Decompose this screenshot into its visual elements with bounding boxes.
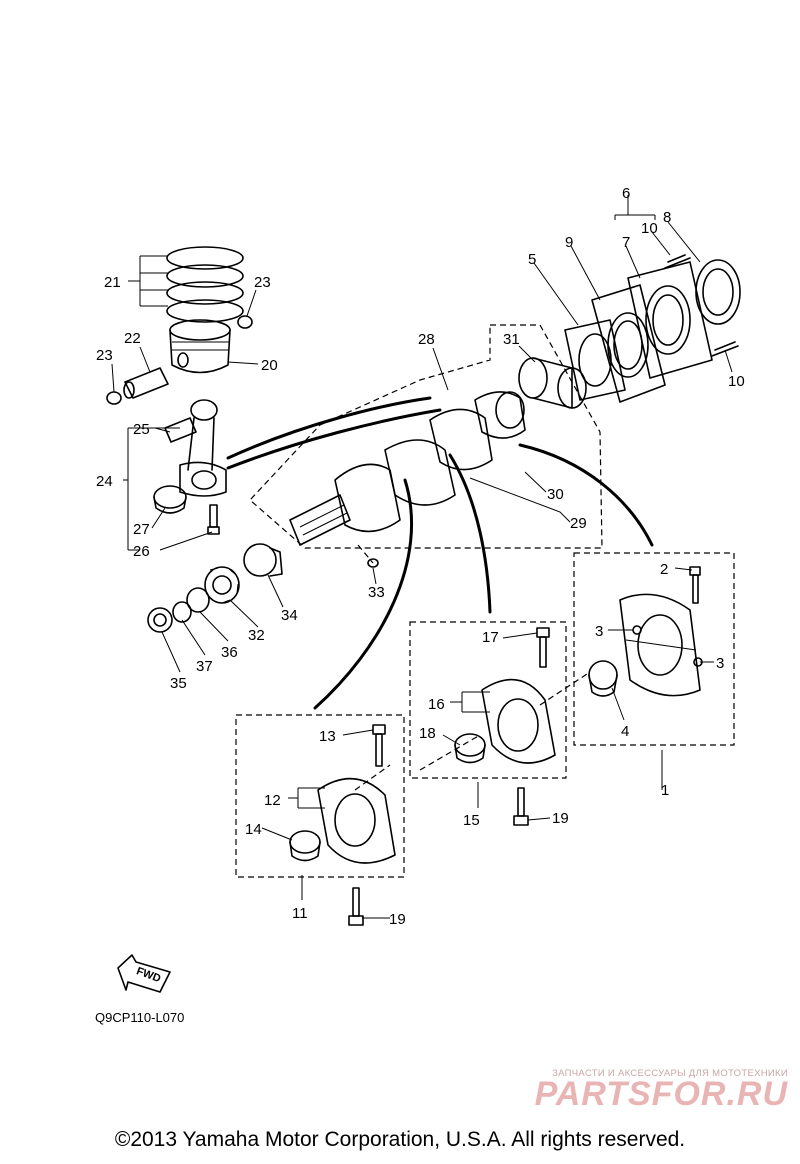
watermark: ЗАПЧАСТИ И АКСЕССУАРЫ ДЛЯ МОТОТЕХНИКИ PA… xyxy=(488,1068,788,1114)
circlip-left xyxy=(106,391,122,405)
sweep-line-rod-b xyxy=(226,396,432,460)
oil-seal xyxy=(147,607,173,633)
callout-3b: 3 xyxy=(716,655,724,672)
callout-19b: 19 xyxy=(389,911,406,928)
watermark-brand: PARTSFOR.RU xyxy=(534,1075,788,1113)
bearing-cap-1 xyxy=(619,593,701,697)
callout-27: 27 xyxy=(133,521,150,538)
piston xyxy=(169,319,231,374)
callout-33: 33 xyxy=(368,584,385,601)
callout-4: 4 xyxy=(621,723,629,740)
callout-16: 16 xyxy=(428,696,445,713)
crankshaft xyxy=(289,391,526,546)
watermark-tagline: ЗАПЧАСТИ И АКСЕССУАРЫ ДЛЯ МОТОТЕХНИКИ xyxy=(552,1068,788,1079)
callout-36: 36 xyxy=(221,644,238,661)
leader-lines xyxy=(111,195,733,919)
diagram-code: Q9CP110-L070 xyxy=(95,1010,185,1025)
callout-10a: 10 xyxy=(641,220,658,237)
callout-29: 29 xyxy=(570,515,587,532)
bearing-cap-group-box-11 xyxy=(235,714,405,878)
callout-5: 5 xyxy=(528,251,536,268)
callout-11: 11 xyxy=(292,905,308,922)
sweep-line-11 xyxy=(313,478,414,710)
connecting-rod xyxy=(179,399,227,497)
cap-bolt-19-lower xyxy=(348,887,364,926)
thrust-washer xyxy=(172,601,192,623)
callout-labels: 1 2 3 3 4 5 6 7 8 9 10 10 11 12 13 14 15… xyxy=(96,185,745,928)
callout-21: 21 xyxy=(104,274,121,291)
callout-23a: 23 xyxy=(254,274,271,291)
callout-2: 2 xyxy=(660,561,668,578)
callout-13: 13 xyxy=(319,728,336,745)
align-line-18 xyxy=(419,734,481,771)
crank-cover xyxy=(627,261,713,379)
callout-25: 25 xyxy=(133,421,150,438)
cap-dowel-a xyxy=(632,625,642,635)
callout-37: 37 xyxy=(196,658,213,675)
callout-12: 12 xyxy=(264,792,281,809)
big-end-bearing xyxy=(153,485,187,514)
copyright-notice: ©2013 Yamaha Motor Corporation, U.S.A. A… xyxy=(114,1128,686,1151)
main-journal-bearing xyxy=(518,357,587,409)
cap-bearing-14 xyxy=(289,830,321,862)
circlip-right xyxy=(237,315,253,329)
needle-bearing xyxy=(243,543,283,577)
sweep-line-15 xyxy=(448,453,492,614)
callout-32: 32 xyxy=(248,627,265,644)
callout-26: 26 xyxy=(133,543,150,560)
cap-bolt-17 xyxy=(536,627,550,668)
align-line-33 xyxy=(357,544,374,564)
forward-direction-arrow-icon: FWD xyxy=(117,954,171,993)
callout-23b: 23 xyxy=(96,347,113,364)
callout-6: 6 xyxy=(622,185,630,202)
callout-20: 20 xyxy=(261,357,278,374)
cap-bolt-13 xyxy=(372,724,386,767)
small-end-bearing xyxy=(164,417,197,443)
callout-17: 17 xyxy=(482,629,499,646)
align-line-12 xyxy=(354,764,391,791)
cap-bolt-2 xyxy=(689,566,701,604)
align-line-4 xyxy=(539,671,591,706)
callout-10b: 10 xyxy=(728,373,745,390)
callout-35: 35 xyxy=(170,675,187,692)
piston-rings xyxy=(166,246,244,323)
sweep-line-rod-a xyxy=(226,408,442,470)
callout-14: 14 xyxy=(245,821,262,838)
cap-bolt-19-upper xyxy=(513,787,529,826)
callout-24: 24 xyxy=(96,473,113,490)
callout-18: 18 xyxy=(419,725,436,742)
bearing-cap-group-box-15 xyxy=(409,621,567,779)
bearing-cap-group-box-1 xyxy=(573,552,735,746)
spacer-washer xyxy=(186,587,210,613)
callout-31: 31 xyxy=(503,331,520,348)
bearing-housing xyxy=(591,284,666,403)
dowel-pin xyxy=(367,558,379,568)
rod-bolt xyxy=(207,504,220,535)
piston-pin xyxy=(123,367,169,399)
callout-34: 34 xyxy=(281,607,298,624)
callout-8: 8 xyxy=(663,209,671,226)
callout-7: 7 xyxy=(622,234,630,251)
crankshaft-group-box xyxy=(249,324,603,549)
callout-15: 15 xyxy=(463,812,480,829)
callout-30: 30 xyxy=(547,486,564,503)
drive-gear xyxy=(204,566,240,604)
callout-19a: 19 xyxy=(552,810,569,827)
cover-oil-seal xyxy=(695,259,741,325)
callout-9: 9 xyxy=(565,234,573,251)
callout-22: 22 xyxy=(124,330,141,347)
bearing-cap-12 xyxy=(317,777,396,864)
sweep-line-1 xyxy=(518,443,654,547)
bearing-cap-16 xyxy=(481,678,556,764)
callout-1: 1 xyxy=(661,782,669,799)
callout-3a: 3 xyxy=(595,623,603,640)
cap-bearing-18 xyxy=(454,733,486,764)
callout-28: 28 xyxy=(418,331,435,348)
